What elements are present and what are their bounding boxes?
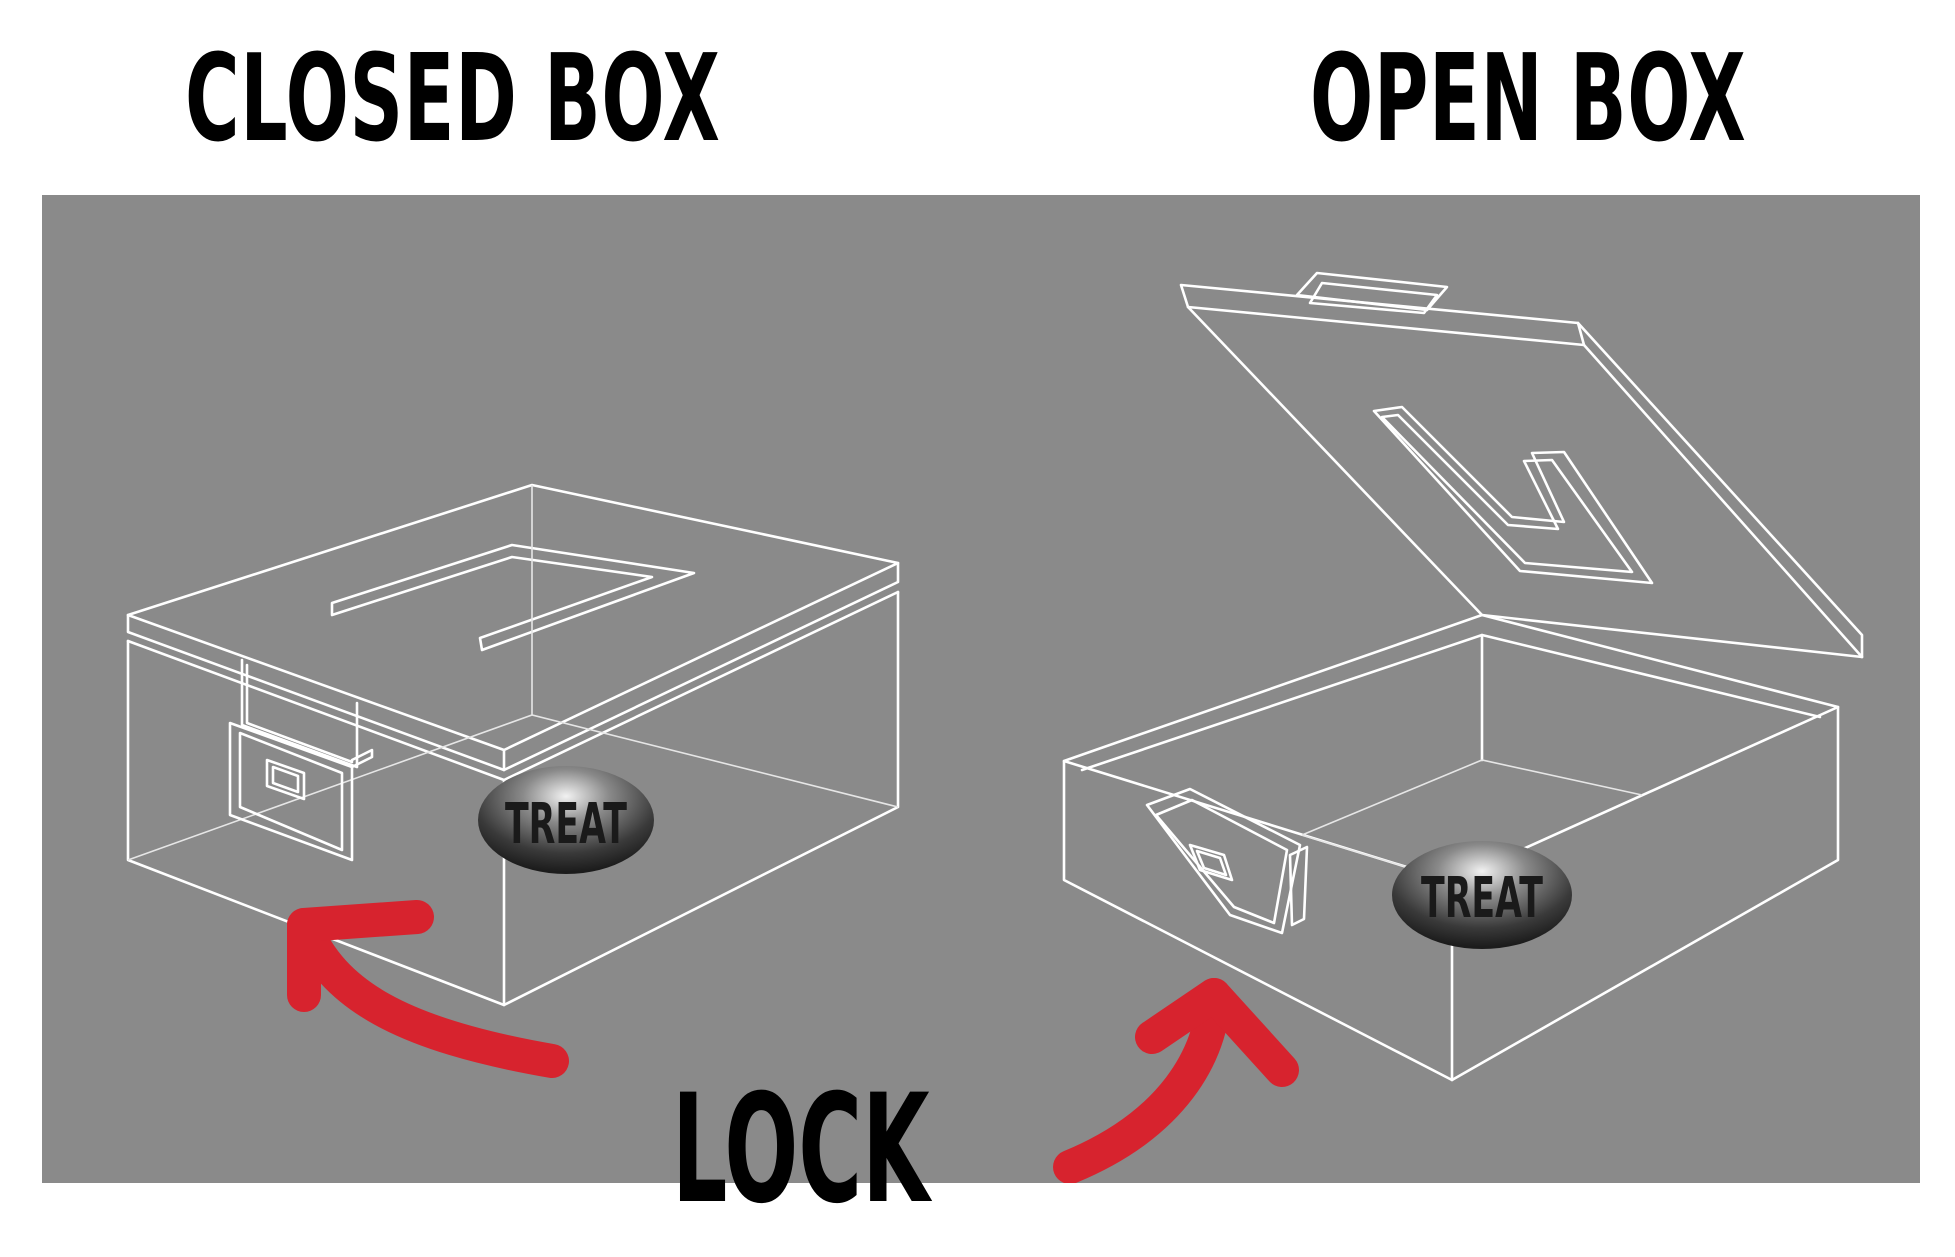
open-box-treat-label: TREAT: [1421, 865, 1543, 930]
open-box-treat: TREAT: [1392, 841, 1572, 949]
closed-box-heading: CLOSED BOX: [185, 30, 721, 169]
wireframe-illustration: TREAT: [126, 271, 1864, 1184]
closed-box-treat: TREAT: [478, 766, 654, 874]
open-box-lock-arrow: [1053, 978, 1231, 1184]
open-box: TREAT: [1053, 271, 1864, 1184]
diagram-panel: TREAT: [42, 195, 1920, 1184]
closed-box-lock-arrow: [287, 908, 569, 1078]
closed-box: TREAT: [126, 483, 900, 1078]
open-box-lock-arrow-head: [1135, 978, 1299, 1087]
closed-box-treat-label: TREAT: [505, 791, 627, 856]
lock-label: LOCK: [672, 1063, 930, 1237]
open-box-heading: OPEN BOX: [1310, 30, 1747, 169]
closed-box-lock-arrow-head: [287, 900, 434, 1012]
